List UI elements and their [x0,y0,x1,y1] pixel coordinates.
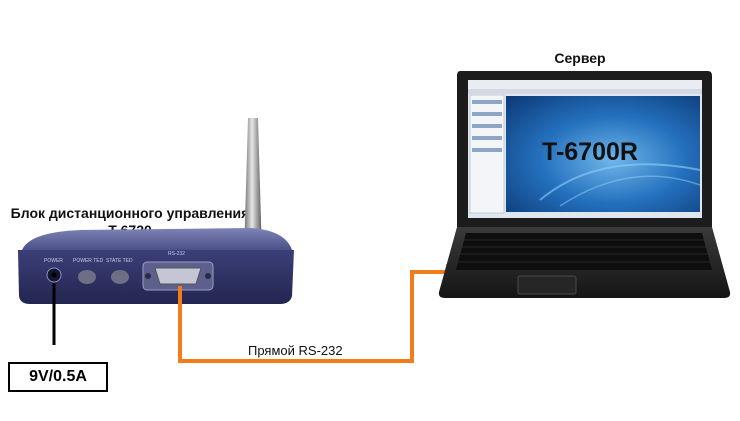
laptop-server: T-6700R [438,71,731,298]
panel-port-text: RS-232 [168,251,185,257]
panel-state-ted-text: STATE TED [106,258,133,264]
panel-power-text: POWER [44,258,63,264]
remote-unit-title-line1: Блок дистанционного управления [10,205,250,221]
laptop-touchpad [517,275,577,295]
laptop-screen [506,96,700,212]
db9-port-icon [154,267,202,285]
cable-label: Прямой RS-232 [248,343,343,358]
state-led-icon [111,270,129,284]
rs232-cable [178,270,448,363]
screen-title: T-6700R [542,138,638,166]
power-supply-label: 9V/0.5A [8,362,108,392]
remote-unit-device: POWER POWER TED STATE TED RS-232 [18,228,294,304]
power-led-icon [78,270,96,284]
panel-power-ted-text: POWER TED [73,258,104,264]
laptop-keyboard [456,233,712,270]
server-label: Сервер [554,50,606,66]
